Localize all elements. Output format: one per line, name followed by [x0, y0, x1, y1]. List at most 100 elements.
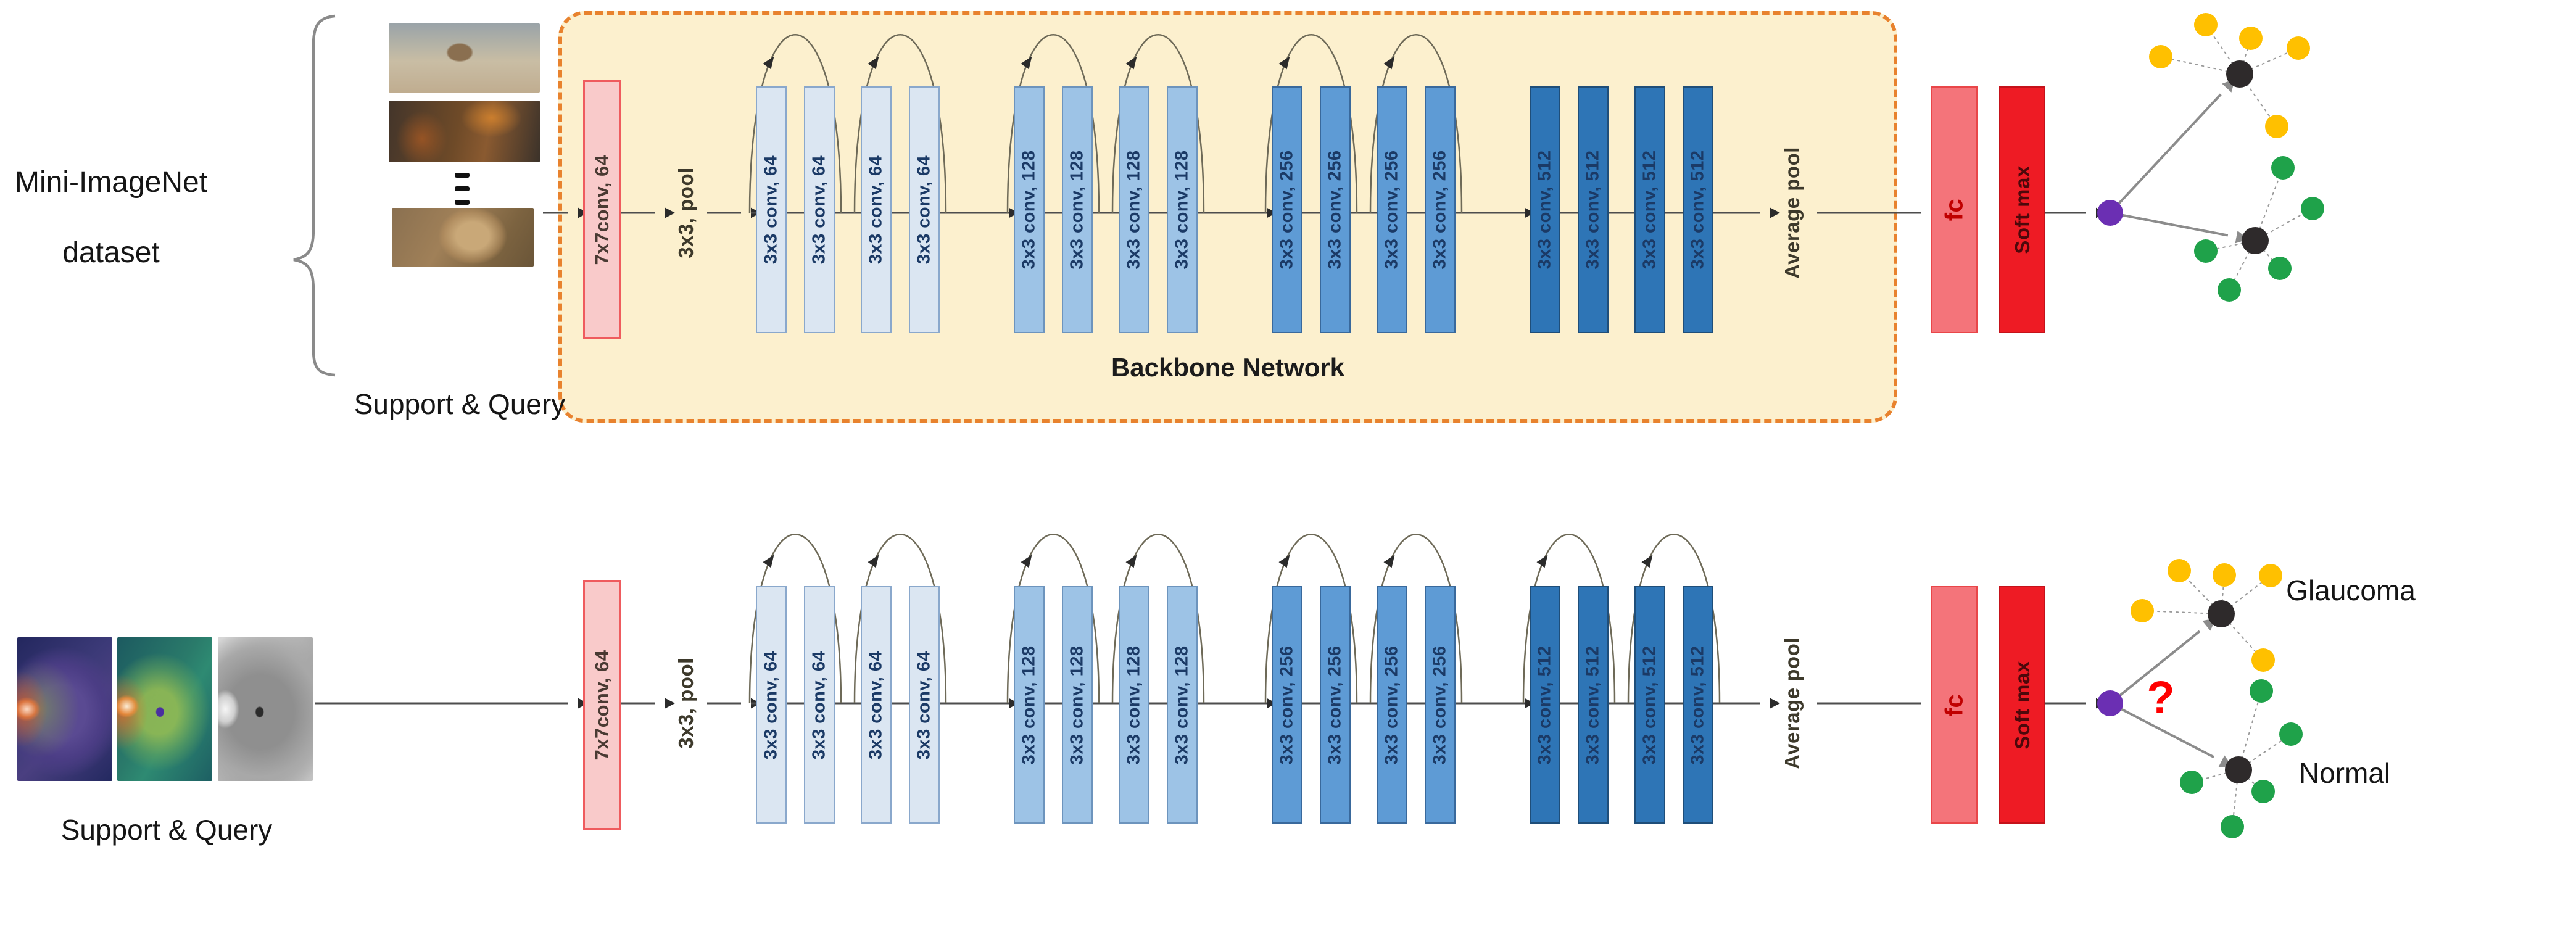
rotated-label: Average pool — [1781, 147, 1804, 279]
rotated-label: Average pool — [1781, 637, 1804, 769]
skip-arc — [1264, 34, 1358, 213]
rotated-label: 7x7conv, 64 — [591, 650, 613, 760]
support-query-label-bottom: Support & Query — [60, 814, 273, 846]
rotated-label: 3x3 conv, 512 — [1688, 645, 1708, 764]
conv-block-3x3-conv-64-3-bottom: 3x3 conv, 64 — [861, 586, 892, 824]
rotated-label: 3x3 conv, 64 — [914, 650, 934, 759]
fc-block-top: fc — [1931, 86, 1978, 333]
dataset-brace — [293, 14, 336, 377]
rotated-label: 3x3 conv, 256 — [1430, 645, 1450, 764]
skip-arc — [1369, 34, 1463, 213]
conv-block-3x3-conv-512-1-top: 3x3 conv, 512 — [1530, 86, 1560, 333]
rotated-label: 3x3 conv, 128 — [1067, 645, 1087, 764]
query-question-mark: ? — [2147, 672, 2175, 723]
rotated-label: 3x3 conv, 64 — [809, 155, 829, 265]
graph-edge-yellow — [2221, 575, 2271, 614]
rotated-label: 3x3 conv, 512 — [1639, 150, 1660, 270]
arrowhead — [665, 698, 675, 709]
conv-block-3x3-conv-64-1-top: 3x3 conv, 64 — [756, 86, 787, 333]
arrowhead — [1770, 698, 1780, 709]
class-node-green — [2194, 239, 2218, 263]
skip-arc — [1369, 534, 1463, 704]
skip-arc-arrowhead — [1278, 555, 1290, 568]
rotated-label: 3x3 conv, 256 — [1277, 645, 1297, 764]
rotated-label: fc — [1940, 198, 1968, 221]
rotated-label: 3x3 conv, 128 — [1172, 645, 1192, 764]
conv-block-3x3-conv-64-4-bottom: 3x3 conv, 64 — [909, 586, 940, 824]
conv-block-3x3-conv-512-2-bottom: 3x3 conv, 512 — [1578, 586, 1609, 824]
class-node-yellow — [2131, 599, 2154, 622]
graph-edge-yellow — [2239, 48, 2299, 75]
skip-arc-arrowhead — [1021, 555, 1032, 568]
conv-block-3x3-conv-256-4-top: 3x3 conv, 256 — [1425, 86, 1456, 333]
retina-scan-purple — [17, 637, 112, 781]
class-node-green — [2251, 780, 2275, 803]
dataset-label-line1: Mini-ImageNet — [14, 166, 208, 199]
retina-scan-grayscale — [218, 637, 313, 781]
softmax-block-bottom: Soft max — [1999, 586, 2045, 824]
class-node-yellow — [2239, 27, 2263, 50]
query-to-prototype-arrow — [2110, 702, 2214, 759]
rotated-label: 3x3 conv, 256 — [1325, 150, 1345, 270]
conv-block-3x3-conv-128-4-bottom: 3x3 conv, 128 — [1167, 586, 1198, 824]
skip-arc — [1111, 34, 1205, 213]
class-node-green — [2250, 679, 2273, 703]
rotated-label: 3x3, pool — [674, 167, 697, 258]
ellipsis-dot — [455, 186, 470, 191]
rotated-label: 3x3 conv, 256 — [1381, 150, 1402, 270]
dog-on-beach-photo — [389, 23, 540, 93]
conv-block-3x3-conv-64-2-top: 3x3 conv, 64 — [804, 86, 835, 333]
conv-block-3x3-conv-128-2-bottom: 3x3 conv, 128 — [1062, 586, 1093, 824]
rotated-label: 3x3 conv, 64 — [809, 650, 829, 759]
graph-edge-yellow — [2221, 613, 2264, 661]
class-node-green — [2180, 771, 2203, 794]
class-node-yellow — [2149, 45, 2172, 68]
rotated-label: 3x3 conv, 128 — [1019, 150, 1039, 270]
skip-arc-arrowhead — [763, 56, 774, 70]
rotated-label: 3x3 conv, 256 — [1325, 645, 1345, 764]
query-to-prototype-arrow — [2109, 93, 2222, 214]
class-node-yellow — [2259, 564, 2282, 587]
input-conv-block-top: 7x7conv, 64 — [583, 80, 621, 339]
skip-arc — [1627, 534, 1721, 704]
conv-block-3x3-conv-128-3-top: 3x3 conv, 128 — [1119, 86, 1149, 333]
skip-arc — [853, 534, 947, 704]
skip-arc-arrowhead — [1641, 555, 1653, 568]
class-node-yellow — [2265, 115, 2288, 138]
pool-label-bottom: 3x3, pool — [668, 611, 705, 796]
rotated-label: 3x3 conv, 512 — [1534, 150, 1555, 270]
rotated-label: 3x3 conv, 128 — [1019, 645, 1039, 764]
rotated-label: 3x3, pool — [674, 658, 697, 749]
skip-arc — [1111, 534, 1205, 704]
class-node-yellow — [2213, 563, 2236, 587]
conv-block-3x3-conv-128-1-bottom: 3x3 conv, 128 — [1014, 586, 1045, 824]
skip-arc — [1264, 534, 1358, 704]
rotated-label: 3x3 conv, 512 — [1688, 150, 1708, 270]
rotated-label: 3x3 conv, 64 — [866, 155, 886, 265]
query-to-prototype-arrow — [2109, 630, 2201, 705]
conv-block-3x3-conv-256-4-bottom: 3x3 conv, 256 — [1425, 586, 1456, 824]
class-node-yellow — [2251, 648, 2275, 672]
average-pool-label-top: Average pool — [1774, 120, 1811, 305]
skip-arc-arrowhead — [1383, 56, 1395, 70]
arrowhead — [665, 207, 675, 218]
conv-block-3x3-conv-512-1-bottom: 3x3 conv, 512 — [1530, 586, 1560, 824]
skip-arc-arrowhead — [1021, 56, 1032, 70]
rotated-label: fc — [1940, 693, 1968, 716]
ellipsis-dot — [455, 200, 470, 205]
skip-arc-arrowhead — [1383, 555, 1395, 568]
skip-arc — [1006, 34, 1100, 213]
rotated-label: 3x3 conv, 512 — [1583, 150, 1603, 270]
skip-arc — [748, 34, 842, 213]
query-embedding-node — [2097, 200, 2123, 226]
arrowhead — [1770, 207, 1780, 218]
prototype-node — [2242, 227, 2269, 254]
conv-block-3x3-conv-128-3-bottom: 3x3 conv, 128 — [1119, 586, 1149, 824]
query-embedding-node — [2097, 690, 2123, 716]
conv-block-3x3-conv-256-2-top: 3x3 conv, 256 — [1320, 86, 1351, 333]
prototype-node — [2225, 756, 2252, 783]
conv-block-3x3-conv-128-2-top: 3x3 conv, 128 — [1062, 86, 1093, 333]
prototype-node — [2208, 600, 2235, 627]
conv-block-3x3-conv-64-3-top: 3x3 conv, 64 — [861, 86, 892, 333]
